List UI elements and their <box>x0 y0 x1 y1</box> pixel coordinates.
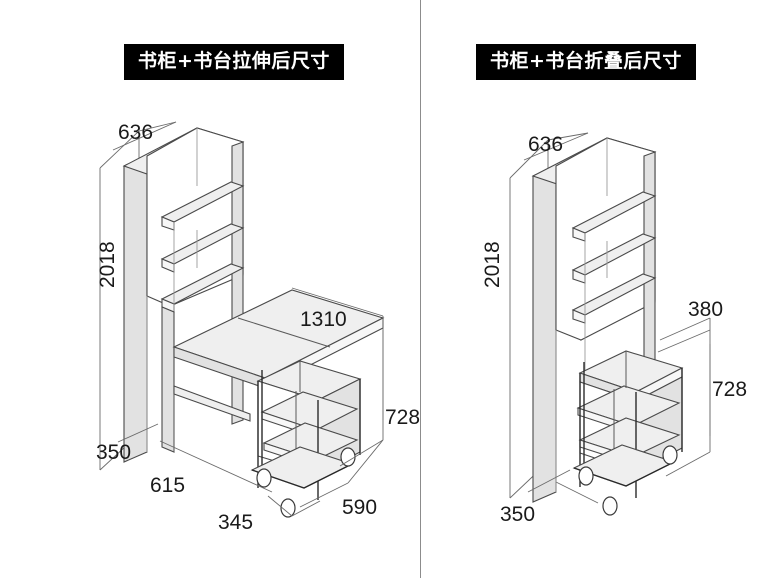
dim-cabinet-height-right: 2018 <box>481 241 504 288</box>
dim-cabinet-depth-left: 350 <box>96 441 132 464</box>
bookcase-shelves-right <box>571 191 657 324</box>
left-dimension-lines <box>117 287 384 517</box>
dim-depth-top-left: 636 <box>118 121 154 144</box>
dim-extension-span-left: 615 <box>150 474 186 497</box>
panel-left-title: 书柜+书台拉伸后尺寸 <box>124 44 344 80</box>
dim-depth-top-right: 636 <box>528 133 564 156</box>
panel-extended-dimensions: 书柜+书台拉伸后尺寸 <box>96 44 421 534</box>
dim-desk-length-left: 1310 <box>300 308 347 331</box>
panel-right-title: 书柜+书台折叠后尺寸 <box>476 44 696 80</box>
right-dimension-lines <box>527 317 711 493</box>
dim-cart-depth-left: 345 <box>218 511 254 534</box>
cart-casters-right <box>578 445 678 516</box>
dim-desk-height-left: 728 <box>385 406 421 429</box>
extended-desktop <box>172 289 385 389</box>
cart-casters <box>256 447 356 518</box>
dim-cabinet-depth-right: 350 <box>500 503 536 526</box>
dim-cart-width-left: 590 <box>342 496 378 519</box>
rolling-cart <box>250 360 362 500</box>
left-isometric-drawing <box>99 121 385 518</box>
desk-support-rail <box>173 385 251 422</box>
panel-divider <box>420 0 421 578</box>
cabinet-lower-post <box>161 306 175 453</box>
right-isometric-drawing <box>509 132 711 516</box>
bookcase-inner-lines-right <box>555 138 608 492</box>
dim-desk-height-right: 728 <box>712 378 748 401</box>
dim-cabinet-height-left: 2018 <box>96 241 119 288</box>
panel-folded-dimensions: 书柜+书台折叠后尺寸 <box>420 0 783 578</box>
bookcase-shelves <box>160 181 245 313</box>
dim-desk-depth-right: 380 <box>688 298 724 321</box>
